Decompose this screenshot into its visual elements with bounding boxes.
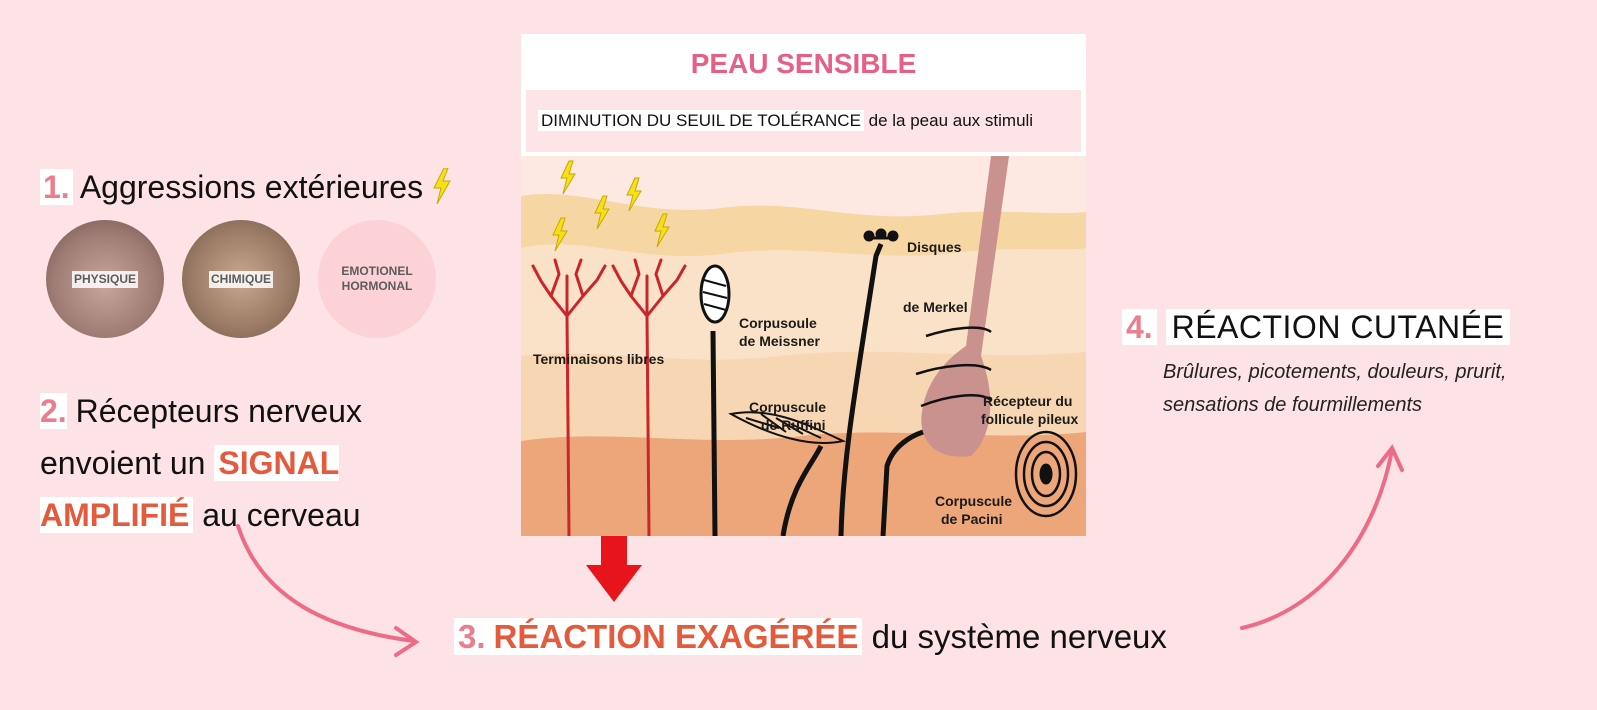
step-2-text-b: au cerveau bbox=[202, 497, 361, 533]
diagram-title: PEAU SENSIBLE bbox=[690, 48, 917, 79]
label-ruffini-1: Corpuscule bbox=[749, 399, 826, 415]
skin-diagram: PEAU SENSIBLE DIMINUTION DU SEUIL DE TOL… bbox=[521, 34, 1086, 536]
label-merkel-2: de Merkel bbox=[903, 299, 968, 315]
label-follicule-2: follicule pileux bbox=[981, 411, 1078, 427]
label-follicule-1: Récepteur du bbox=[983, 393, 1072, 409]
lightning-icon bbox=[552, 160, 670, 252]
step-2-text: 2. Récepteurs nerveux envoient un SIGNAL… bbox=[40, 385, 460, 541]
merkel-discs bbox=[838, 228, 899, 536]
stimulus-chimique-label: CHIMIQUE bbox=[209, 270, 273, 288]
lightning-icon bbox=[433, 167, 451, 205]
hair-follicle bbox=[880, 156, 1009, 536]
step-2-text-a: Récepteurs nerveux envoient un bbox=[40, 393, 362, 481]
step-4-heading: 4. RÉACTION CUTANÉE bbox=[1122, 309, 1511, 346]
step-4-description: Brûlures, picotements, douleurs, prurit,… bbox=[1163, 361, 1507, 416]
label-meissner-2: de Meissner bbox=[739, 333, 820, 349]
ruffini-corpuscle bbox=[728, 411, 847, 536]
label-meissner-1: Corpusoule bbox=[739, 315, 817, 331]
stimulus-emotionel-label: EMOTIONEL HORMONAL bbox=[341, 264, 413, 293]
label-pacini-1: Corpuscule bbox=[935, 493, 1012, 509]
pacini-corpuscle bbox=[1014, 430, 1078, 518]
curved-arrow-icon bbox=[1240, 444, 1404, 630]
label-merkel-1: Disques bbox=[907, 239, 962, 255]
meissner-corpuscle bbox=[699, 264, 731, 536]
step-3-text: 3.RÉACTION EXAGÉRÉE du système nerveux bbox=[454, 618, 1167, 656]
stimulus-emotionel: EMOTIONEL HORMONAL bbox=[318, 220, 436, 338]
stimulus-physique: PHYSIQUE bbox=[46, 220, 164, 338]
label-ruffini-2: de Ruffini bbox=[761, 417, 826, 433]
diagram-subtitle-rest: de la peau aux stimuli bbox=[868, 111, 1034, 130]
step-1-number: 1. bbox=[40, 169, 73, 205]
step-1-title: Aggressions extérieures bbox=[79, 169, 424, 205]
step-3-text-rest: du système nerveux bbox=[871, 618, 1167, 655]
step-3-number: 3. bbox=[454, 618, 490, 655]
stimulus-physique-label: PHYSIQUE bbox=[71, 270, 138, 288]
step-1-heading: 1. Aggressions extérieures bbox=[40, 167, 452, 206]
step-4-number: 4. bbox=[1122, 309, 1157, 345]
stimulus-chimique: CHIMIQUE bbox=[182, 220, 300, 338]
curved-arrow-icon bbox=[236, 524, 420, 657]
skin-illustration: Terminaisons libres Corpusoule de Meissn… bbox=[521, 156, 1086, 536]
label-terminaisons: Terminaisons libres bbox=[533, 351, 664, 367]
free-nerve-endings bbox=[531, 258, 687, 536]
step-3-highlight: RÉACTION EXAGÉRÉE bbox=[489, 618, 863, 655]
step-2-number: 2. bbox=[40, 393, 67, 429]
diagram-subtitle: DIMINUTION DU SEUIL DE TOLÉRANCE de la p… bbox=[526, 90, 1081, 152]
diagram-subtitle-strong: DIMINUTION DU SEUIL DE TOLÉRANCE bbox=[538, 110, 864, 131]
label-pacini-2: de Pacini bbox=[941, 511, 1002, 527]
hypodermis-layer bbox=[521, 432, 1086, 536]
step-4-title: RÉACTION CUTANÉE bbox=[1165, 309, 1511, 345]
